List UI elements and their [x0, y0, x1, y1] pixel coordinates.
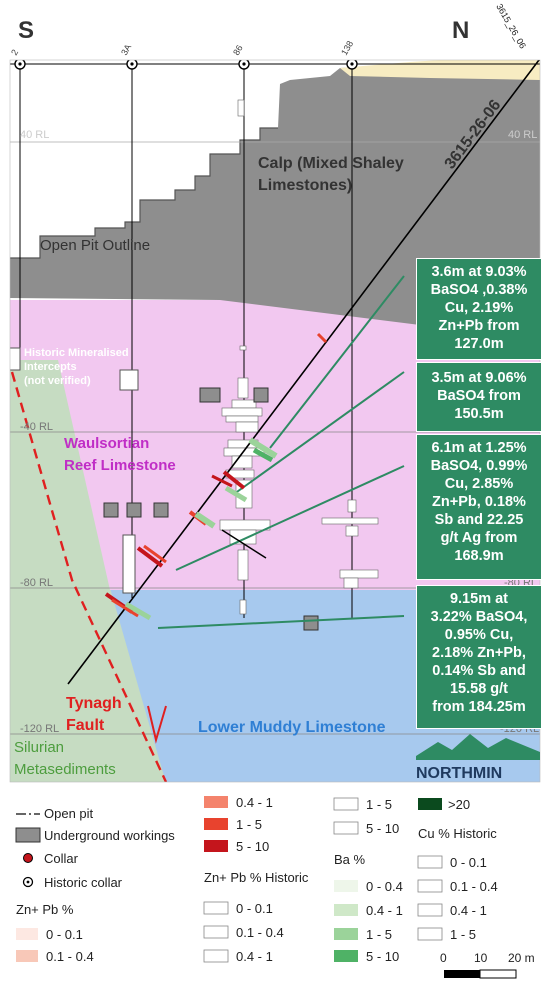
legend-c3-top-0: 1 - 5 [366, 797, 392, 812]
north-label: N [452, 17, 469, 44]
rl-neg120-left: -120 RL [20, 723, 59, 735]
legend-znpb-2: 0.4 - 1 [236, 795, 273, 810]
calp-unit [10, 60, 540, 340]
legend: Open pit Underground workings Collar His… [15, 795, 535, 979]
legend-collar: Collar [44, 851, 79, 866]
legend-ba-1: 0.4 - 1 [366, 903, 403, 918]
rl-neg40-left: -40 RL [20, 421, 53, 433]
legend-ba-0: 0 - 0.4 [366, 879, 403, 894]
callout-intercept-3: 6.1m at 1.25% BaSO4, 0.99% Cu, 2.85% Zn+… [416, 434, 542, 580]
legend-znpb-1: 0.1 - 0.4 [46, 949, 94, 964]
waulsortian-label-1: Waulsortian [64, 435, 149, 452]
callout-intercept-2: 3.5m at 9.06% BaSO4 from 150.5m [416, 362, 542, 432]
historic-label-2: Intercepts [24, 361, 77, 373]
rl-neg80-left: -80 RL [20, 577, 53, 589]
legend-c3-top-1: 5 - 10 [366, 821, 399, 836]
legend-open-pit: Open pit [44, 806, 94, 821]
legend-c4-top-0: >20 [448, 797, 470, 812]
tynagh-label-1: Tynagh [66, 695, 122, 712]
hole-3a-label: 3A [119, 42, 133, 57]
callout-intercept-4: 9.15m at 3.22% BaSO4, 0.95% Cu, 2.18% Zn… [416, 585, 542, 729]
legend-cu-title: Cu % Historic [418, 826, 497, 841]
waulsortian-unit [10, 300, 540, 590]
svg-text:NORTHMIN: NORTHMIN [416, 765, 502, 782]
calp-label-1: Calp (Mixed Shaley [258, 155, 404, 172]
drillhole-trace [67, 60, 540, 685]
legend-znpb-title: Zn+ Pb % [16, 902, 74, 917]
legend-historic-collar: Historic collar [44, 875, 123, 890]
legend-cu-0: 0 - 0.1 [450, 855, 487, 870]
south-label: S [18, 17, 34, 44]
historic-label-1: Historic Mineralised [24, 347, 129, 359]
legend-underground: Underground workings [44, 828, 175, 843]
overburden [340, 60, 540, 80]
legend-cu-2: 0.4 - 1 [450, 903, 487, 918]
hole-2-label: 2 [9, 48, 20, 57]
legend-hist-title: Zn+ Pb % Historic [204, 870, 309, 885]
legend-cu-1: 0.1 - 0.4 [450, 879, 498, 894]
legend-cu-3: 1 - 5 [450, 927, 476, 942]
legend-znpb-4: 5 - 10 [236, 839, 269, 854]
legend-hist-2: 0.4 - 1 [236, 949, 273, 964]
silurian-label-2: Metasediments [14, 761, 116, 778]
silurian-label-1: Silurian [14, 739, 64, 756]
northmin-logo: NORTHMIN [416, 734, 540, 782]
tynagh-fault [10, 371, 168, 782]
callout-intercept-1: 3.6m at 9.03% BaSO4 ,0.38% Cu, 2.19% Zn+… [416, 258, 542, 360]
hole-86-label: 86 [231, 43, 245, 57]
historic-label-3: (not verified) [24, 375, 91, 387]
waulsortian-label-2: Reef Limestone [64, 457, 176, 474]
calp-label-2: Limestones) [258, 177, 352, 194]
legend-hist-0: 0 - 0.1 [236, 901, 273, 916]
legend-znpb-3: 1 - 5 [236, 817, 262, 832]
rl-40-left: 40 RL [20, 129, 49, 141]
open-pit-label: Open Pit Outline [40, 237, 150, 254]
legend-znpb-0: 0 - 0.1 [46, 927, 83, 942]
scale-10: 10 [474, 951, 488, 965]
scale-bar [444, 969, 517, 979]
legend-ba-3: 5 - 10 [366, 949, 399, 964]
rl-40-right: 40 RL [508, 129, 537, 141]
legend-ba-2: 1 - 5 [366, 927, 392, 942]
scale-20: 20 m [508, 951, 535, 965]
legend-hist-1: 0.1 - 0.4 [236, 925, 284, 940]
tynagh-label-2: Fault [66, 717, 105, 734]
legend-ba-title: Ba % [334, 852, 366, 867]
lml-label: Lower Muddy Limestone [198, 719, 386, 736]
scale-0: 0 [440, 951, 447, 965]
